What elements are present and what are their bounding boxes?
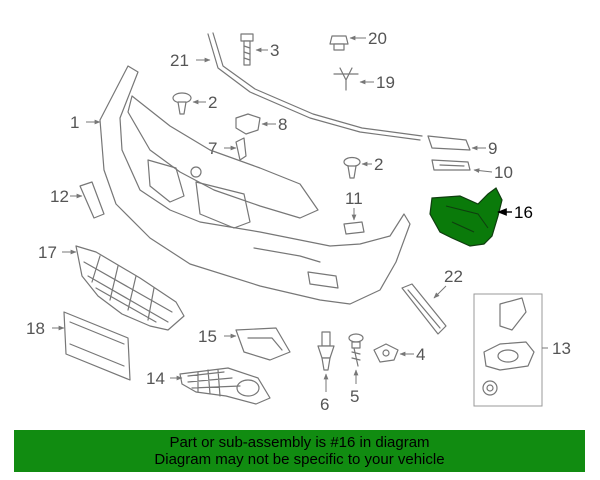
callout-12: 12 [50, 187, 69, 206]
callout-16: 16 [514, 203, 533, 222]
callout-14: 14 [146, 369, 165, 388]
banner-line-2: Diagram may not be specific to your vehi… [154, 451, 445, 468]
part-16-highlighted-bracket[interactable]: 16 [429, 187, 533, 247]
part-5-screw[interactable]: 5 [348, 333, 364, 406]
info-banner: Part or sub-assembly is #16 in diagram D… [14, 430, 585, 472]
part-14-fog-grille[interactable]: 14 [146, 367, 271, 405]
part-2-push-pin-upper[interactable]: 2 [172, 92, 217, 115]
callout-1: 1 [70, 113, 79, 132]
callout-11: 11 [345, 189, 363, 208]
callout-19: 19 [376, 73, 395, 92]
part-6-rivet[interactable]: 6 [317, 331, 335, 414]
callout-4: 4 [416, 345, 425, 364]
callout-22: 22 [444, 267, 463, 286]
callout-17: 17 [38, 243, 57, 262]
callout-7: 7 [208, 139, 217, 158]
callout-20: 20 [368, 29, 387, 48]
callout-15: 15 [198, 327, 217, 346]
part-4-clip-nut[interactable]: 4 [373, 343, 425, 364]
part-13-kit-box[interactable]: 13 [473, 293, 571, 407]
callout-13: 13 [552, 339, 571, 358]
bumper-exploded-diagram: 21 3 20 19 2 8 7 [26, 29, 571, 414]
part-11-bracket[interactable]: 11 [343, 189, 365, 235]
part-10-strip[interactable]: 10 [431, 159, 513, 182]
part-7-bracket[interactable]: 7 [208, 137, 247, 161]
part-21-trim-strip[interactable]: 21 [170, 32, 423, 141]
callout-5: 5 [350, 387, 359, 406]
part-19-fastener[interactable]: 19 [333, 67, 395, 92]
callout-2-middle: 2 [374, 155, 383, 174]
callout-10: 10 [494, 163, 513, 182]
part-9-strip[interactable]: 9 [427, 135, 497, 158]
part-15-cover[interactable]: 15 [198, 327, 291, 361]
part-18-license-bracket[interactable]: 18 [26, 311, 131, 381]
part-8-bracket[interactable]: 8 [235, 113, 287, 135]
callout-3: 3 [270, 41, 279, 60]
callout-21: 21 [170, 51, 189, 70]
banner-line-1: Part or sub-assembly is #16 in diagram [169, 434, 430, 451]
highlight-fill [429, 187, 503, 247]
callout-8: 8 [278, 115, 287, 134]
callout-9: 9 [488, 139, 497, 158]
part-22-reflector[interactable]: 22 [401, 267, 463, 335]
part-3-bolt[interactable]: 3 [240, 33, 279, 66]
callout-18: 18 [26, 319, 45, 338]
part-17-lower-grille[interactable]: 17 [38, 243, 185, 331]
callout-6: 6 [320, 395, 329, 414]
callout-2-upper: 2 [208, 93, 217, 112]
part-1-bumper-cover[interactable]: 1 [70, 65, 411, 305]
part-12-panel[interactable]: 12 [50, 181, 105, 219]
part-20-clip[interactable]: 20 [329, 29, 387, 51]
part-2-push-pin-middle[interactable]: 2 [343, 155, 383, 179]
